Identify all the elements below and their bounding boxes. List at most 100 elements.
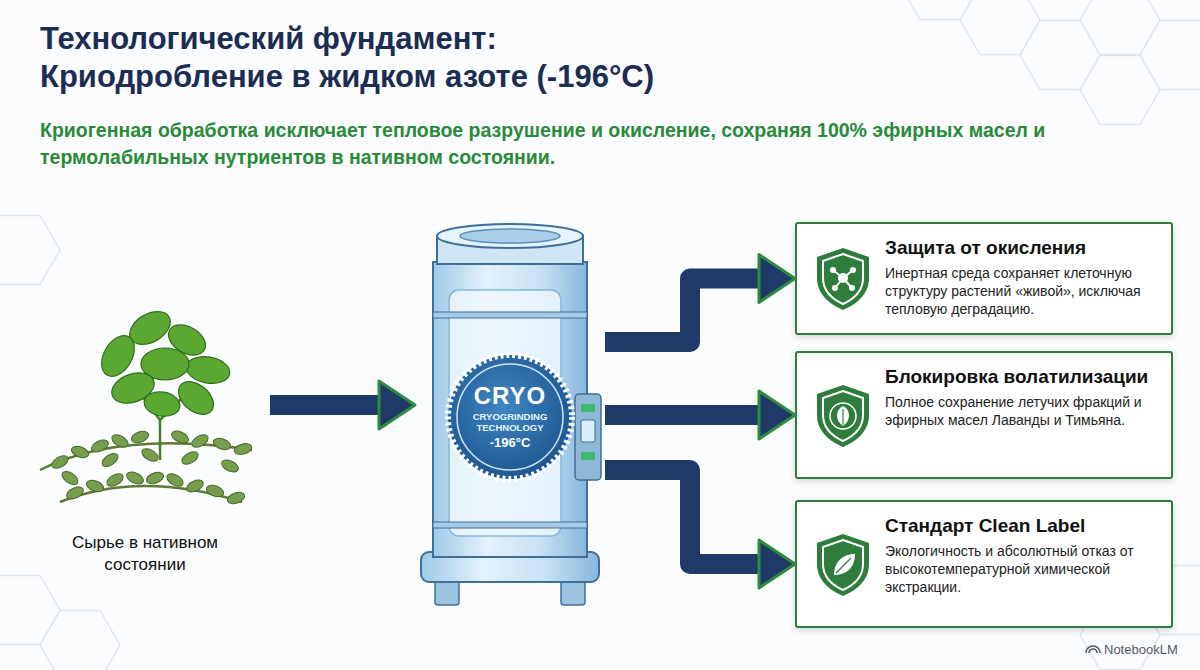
node-caption: Сырье в нативном состоянии: [55, 532, 235, 576]
thyme-leaf: [165, 471, 186, 489]
watermark-text: NotebookLM: [1104, 642, 1196, 658]
thyme-leaf: [145, 470, 165, 486]
text-holder: CRYOCRYOGRINDING TECHNOLOGY -196°C: [455, 362, 565, 472]
benefit-card: Стандарт Clean LabelЭкологичность и абсо…: [795, 500, 1173, 628]
text-holder: Блокировка волатилизацииПолное сохранени…: [885, 365, 1161, 429]
text-holder: Защита от окисленияИнертная среда сохран…: [885, 236, 1161, 318]
tank-band: [433, 312, 587, 318]
flow-arrow: [605, 279, 767, 343]
thyme-leaf: [65, 485, 86, 502]
flow-arrow: [605, 405, 767, 425]
control-display: [581, 420, 595, 442]
thyme-leaf: [220, 458, 241, 475]
thyme-leaf: [226, 490, 246, 506]
mint-leaf: [142, 389, 182, 419]
thyme-leaf: [85, 478, 105, 494]
hexagon-outline: [1080, 0, 1160, 55]
control-panel: [575, 394, 601, 480]
hexagon-outline: [1080, 55, 1160, 124]
herb-illustration: [40, 305, 253, 506]
mint-leaf: [172, 375, 219, 421]
hexagon-outline: [1140, 20, 1200, 89]
molecule-atom: [830, 267, 836, 273]
icon-ring: [830, 403, 856, 429]
molecule-atom: [832, 285, 838, 291]
tank-lid: [437, 224, 583, 248]
logo-arc: [1089, 649, 1097, 653]
benefit-card: Защита от окисленияИнертная среда сохран…: [795, 222, 1173, 335]
thyme-leaf: [205, 483, 225, 499]
card-body-text: Экологичность и абсолютный отказ от высо…: [885, 542, 1161, 596]
tank-body: [433, 262, 587, 557]
thyme-leaf: [140, 446, 161, 464]
slide-title: Технологический фундамент: Криодробление…: [40, 20, 730, 96]
hexagon-outline: [40, 610, 120, 670]
logo-arc: [1086, 646, 1100, 653]
leaf-vein: [836, 558, 851, 573]
thyme-leaf: [190, 432, 211, 450]
thyme-leaf: [50, 453, 71, 471]
thyme-leaf: [110, 432, 131, 450]
thyme-leaf: [70, 444, 90, 460]
badge-title: CRYO: [474, 383, 546, 409]
subtitle-text: Криогенная обработка исключает тепловое …: [40, 117, 1050, 171]
shield-rim: [823, 254, 863, 304]
cryo-tank: CRYOCRYOGRINDING TECHNOLOGY -196°C: [415, 222, 605, 607]
molecule-atom: [849, 285, 855, 291]
flow-arrow: [270, 395, 387, 415]
flow-arrow: [605, 470, 767, 564]
card-body-text: Инертная среда сохраняет клеточную струк…: [885, 264, 1161, 318]
hexagon-outline: [900, 0, 980, 20]
card-heading: Блокировка волатилизации: [885, 365, 1161, 388]
thyme-leaf: [180, 449, 201, 467]
shield-rim: [823, 391, 863, 441]
molecule-atom: [850, 267, 856, 273]
thyme-leaf: [130, 429, 150, 445]
thyme-leaf: [170, 429, 191, 446]
tank-band: [433, 522, 587, 528]
shield-rim: [823, 540, 863, 590]
watermark-logo: [1086, 646, 1100, 653]
hexagon-outline: [0, 575, 60, 644]
thyme-leaf: [125, 470, 146, 487]
thyme-leaf: [100, 451, 120, 470]
shield-icon: [817, 385, 869, 447]
shield-icon: [817, 248, 869, 310]
benefit-card: Блокировка волатилизацииПолное сохранени…: [795, 351, 1173, 479]
shield-shape: [817, 248, 869, 310]
card-heading: Стандарт Clean Label: [885, 514, 1161, 537]
badge-subtitle: CRYOGRINDING TECHNOLOGY: [455, 411, 565, 433]
thyme-leaf: [212, 436, 232, 452]
thyme-leaf: [90, 438, 111, 455]
control-light: [581, 452, 595, 460]
leaf-vein: [842, 409, 843, 425]
text-holder: Сырье в нативном состоянии: [55, 532, 235, 576]
leaf-symbol: [834, 554, 855, 575]
shield-icon: [817, 534, 869, 596]
card-heading: Защита от окисления: [885, 236, 1161, 259]
card-body-text: Полное сохранение летучих фракций и эфир…: [885, 393, 1161, 429]
thyme-leaf: [60, 469, 80, 488]
text-holder: Стандарт Clean LabelЭкологичность и абсо…: [885, 514, 1161, 596]
badge-serrated: [448, 355, 572, 479]
control-light: [581, 404, 595, 412]
leaf-symbol: [837, 406, 849, 426]
molecule-bond: [833, 270, 853, 288]
shield-shape: [817, 385, 869, 447]
thyme-leaf: [105, 471, 126, 489]
badge-temperature: -196°C: [490, 435, 531, 451]
hexagon-outline: [1020, 20, 1100, 89]
thyme-leaf: [233, 442, 253, 456]
hexagon-outline: [960, 0, 1040, 55]
shield-shape: [817, 534, 869, 596]
molecule-atom: [838, 273, 848, 283]
tank-opening: [460, 229, 560, 243]
raw-material-node: Сырье в нативном состоянии: [20, 290, 270, 590]
thyme-leaf: [185, 478, 206, 495]
hexagon-outline: [0, 215, 60, 284]
